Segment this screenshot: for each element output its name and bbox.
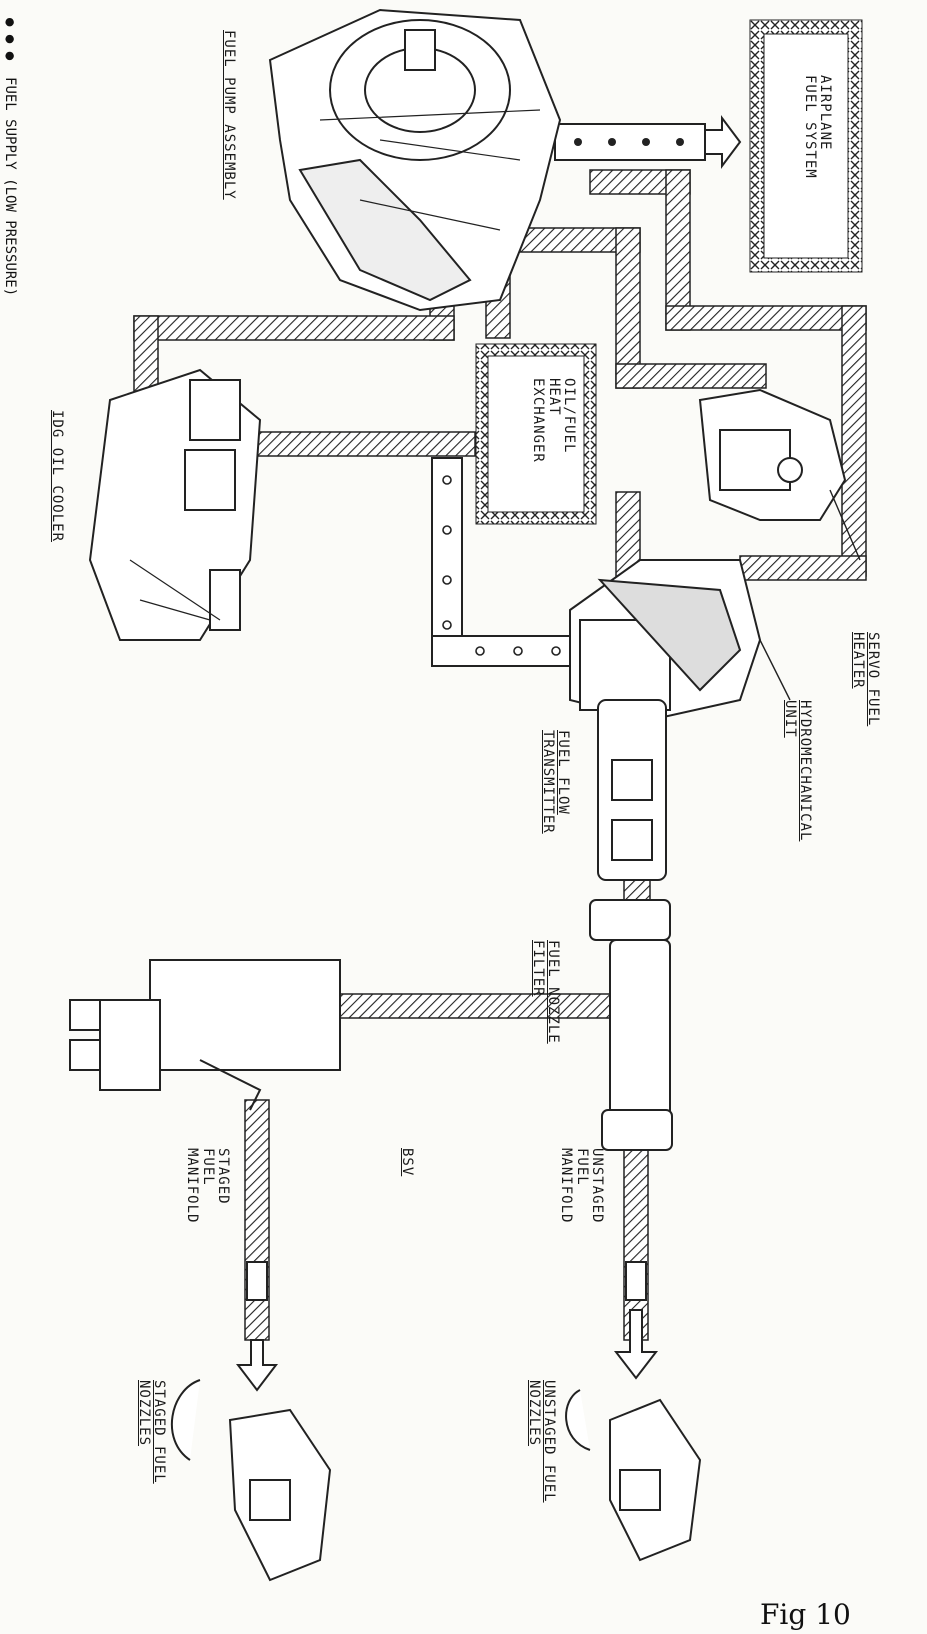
fuel-flow-transmitter-drawing bbox=[598, 700, 666, 880]
low-pressure-supply-line bbox=[555, 118, 740, 166]
bsv-label: BSV bbox=[399, 1148, 414, 1176]
inlet-arrow-icon bbox=[705, 118, 740, 166]
fuel-flow-transmitter-label: FUEL FLOW TRANSMITTER bbox=[539, 730, 570, 834]
fuel-nozzle-filter-drawing bbox=[590, 900, 672, 1150]
servo-fuel-heater-drawing bbox=[700, 390, 860, 560]
legend-dots-icon: ● ● ● bbox=[2, 18, 18, 77]
oil-fuel-heat-exchanger-label: OIL/FUEL HEAT EXCHANGER bbox=[530, 378, 576, 463]
manifold-arrows bbox=[238, 1262, 656, 1390]
fuel-pump-assembly-drawing bbox=[270, 10, 560, 310]
airplane-fuel-system-label: AIRPLANE FUEL SYSTEM bbox=[801, 75, 832, 179]
unstaged-fuel-manifold-label: UNSTAGED FUEL MANIFOLD bbox=[558, 1148, 604, 1223]
unstaged-fuel-nozzles-label: UNSTAGED FUEL NOZZLES bbox=[525, 1380, 556, 1503]
staged-flow-arrow-icon bbox=[238, 1340, 276, 1390]
hydromechanical-unit-drawing bbox=[570, 560, 790, 720]
unstaged-fuel-nozzle-drawing bbox=[566, 1390, 700, 1560]
bsv-drawing bbox=[70, 960, 340, 1110]
fuel-pump-assembly-label: FUEL PUMP ASSEMBLY bbox=[221, 30, 236, 200]
hydromechanical-unit-label: HYDROMECHANICAL UNIT bbox=[781, 700, 812, 841]
staged-fuel-manifold-label: STAGED FUEL MANIFOLD bbox=[184, 1148, 230, 1223]
servo-fuel-heater-label: SERVO FUEL HEATER bbox=[849, 632, 880, 726]
unstaged-flow-arrow-icon bbox=[616, 1310, 656, 1378]
idg-oil-cooler-drawing bbox=[90, 370, 260, 640]
legend-low-pressure: ● ● ● FUEL SUPPLY (LOW PRESSURE) bbox=[2, 18, 18, 296]
idg-oil-cooler-label: IDG OIL COOLER bbox=[49, 410, 64, 542]
staged-fuel-nozzle-drawing bbox=[172, 1380, 330, 1580]
fuel-nozzle-filter-label: FUEL NOZZLE FILTER bbox=[529, 940, 560, 1044]
figure-number: Fig 10 bbox=[760, 1598, 851, 1631]
staged-fuel-nozzles-label: STAGED FUEL NOZZLES bbox=[135, 1380, 166, 1484]
